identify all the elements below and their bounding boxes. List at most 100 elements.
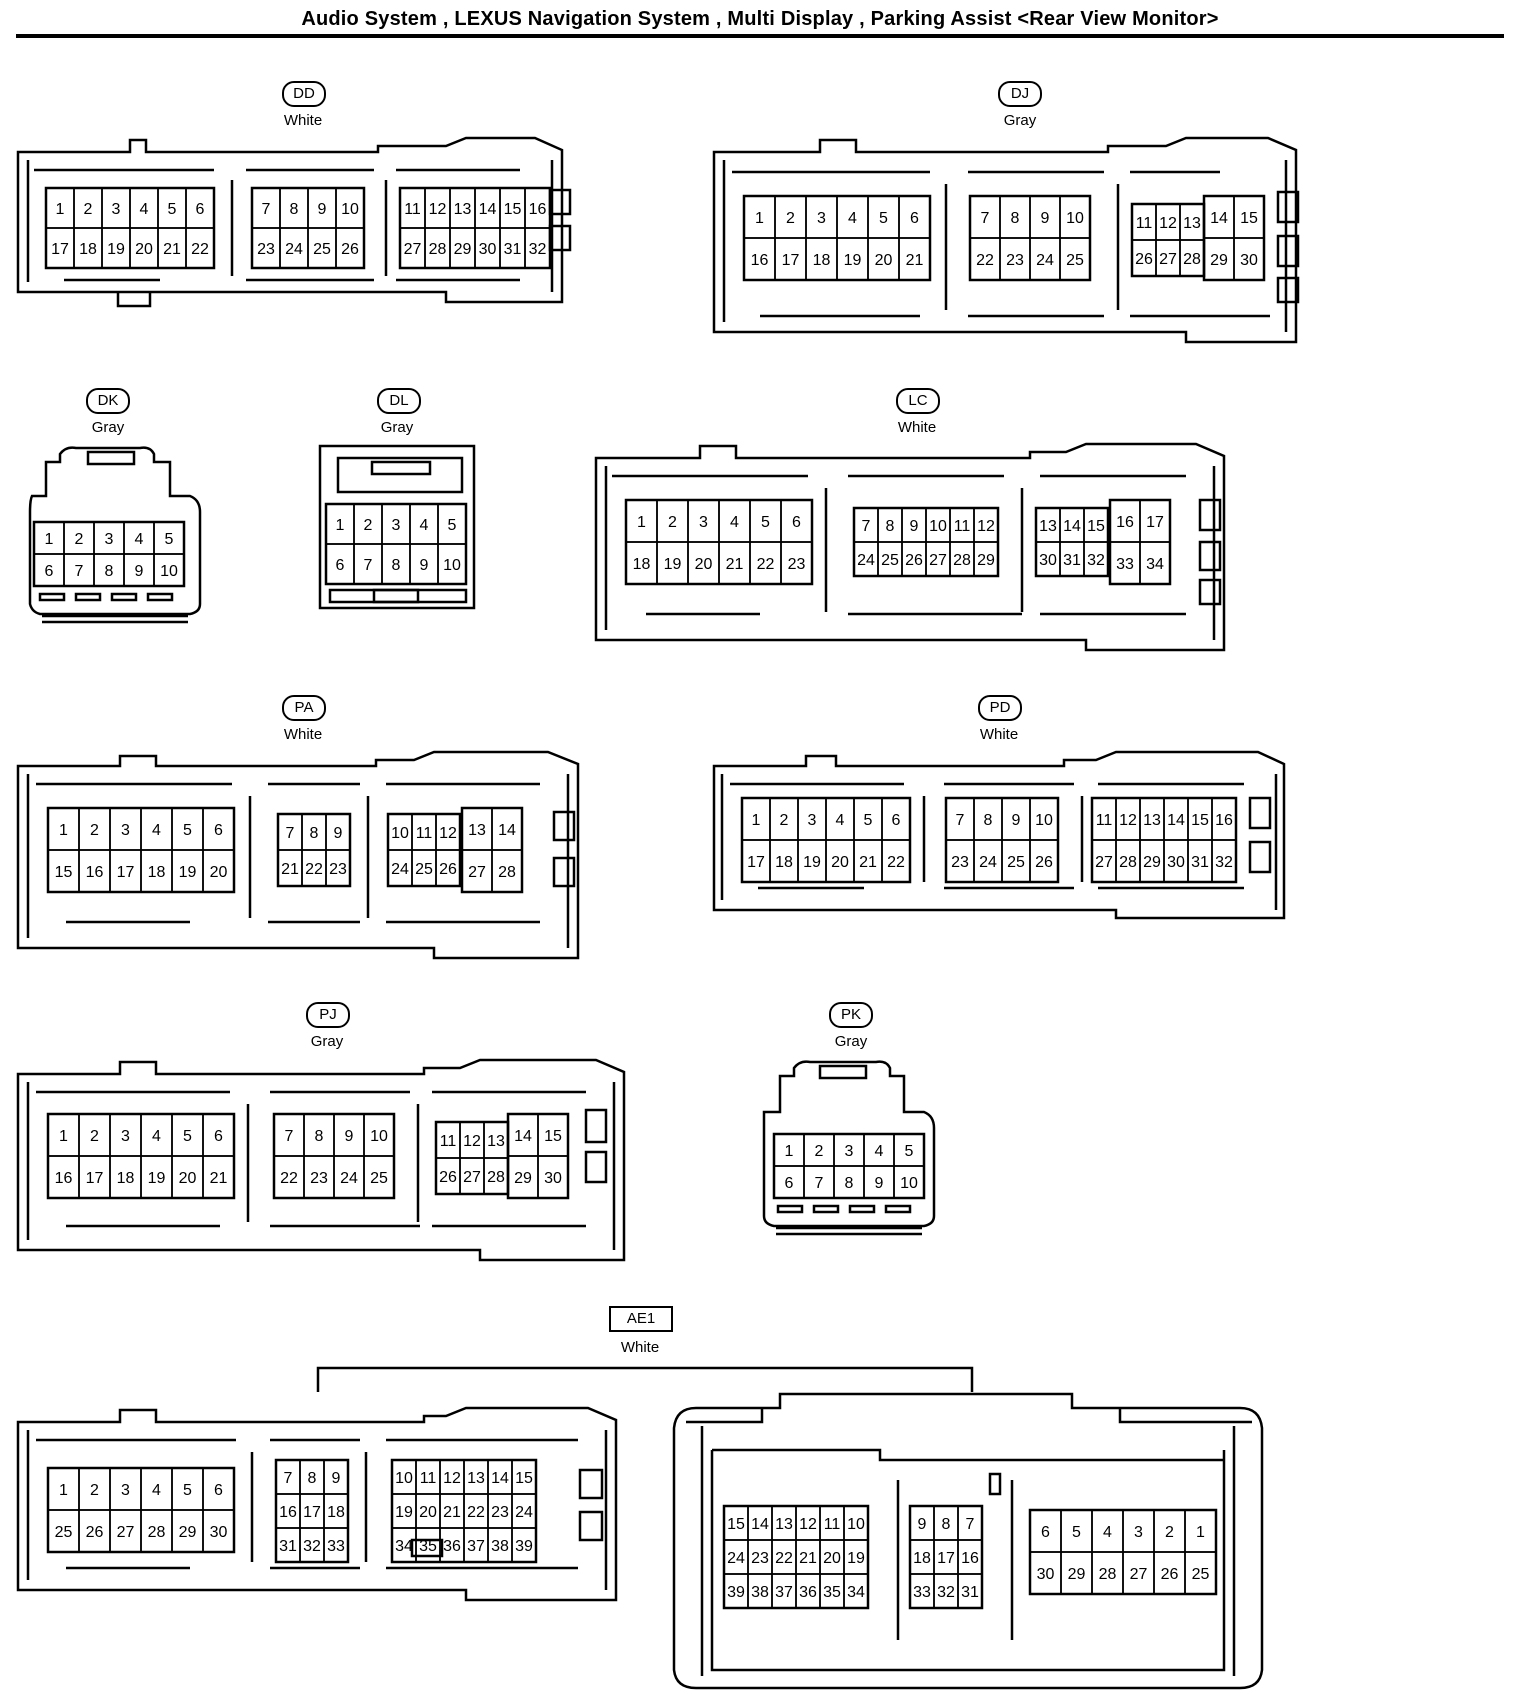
pin-number: 13 xyxy=(775,1516,793,1533)
pin-number: 10 xyxy=(395,1470,413,1487)
pin-number: 29 xyxy=(454,241,472,258)
pin-number: 11 xyxy=(824,1516,841,1533)
pin-number: 34 xyxy=(847,1584,865,1601)
pin-number: 11 xyxy=(440,1133,457,1150)
pin-number: 22 xyxy=(467,1504,485,1521)
pin-number: 11 xyxy=(1136,215,1153,232)
pin-number: 28 xyxy=(148,1524,166,1541)
pin-number: 13 xyxy=(468,822,486,839)
pin-cell xyxy=(957,1573,983,1609)
pin-number: 16 xyxy=(529,201,547,218)
pin-number: 16 xyxy=(55,1170,73,1187)
pin-number: 8 xyxy=(1011,210,1020,227)
pin-number: 10 xyxy=(1066,210,1084,227)
pin-number: 10 xyxy=(847,1516,865,1533)
pin-number: 4 xyxy=(836,812,845,829)
pin-cell xyxy=(185,227,215,269)
pin-number: 32 xyxy=(303,1538,321,1555)
connector-dj-housing xyxy=(712,136,1300,344)
pin-number: 38 xyxy=(491,1538,509,1555)
pin-cell xyxy=(1059,237,1091,281)
pin-number: 2 xyxy=(90,1128,99,1145)
pin-number: 2 xyxy=(668,514,677,531)
pin-number: 26 xyxy=(1161,1566,1179,1583)
pin-number: 27 xyxy=(404,241,422,258)
pin-number: 5 xyxy=(183,1482,192,1499)
pin-number: 8 xyxy=(984,812,993,829)
connector-color-dj: Gray xyxy=(1003,112,1037,129)
connector-color-pj: Gray xyxy=(310,1033,344,1050)
connector-dd-housing xyxy=(16,136,572,308)
pin-number: 16 xyxy=(86,864,104,881)
pin-cell xyxy=(524,227,551,269)
pin-number: 29 xyxy=(1068,1566,1086,1583)
connector-code-pj: PJ xyxy=(306,1002,350,1028)
pin-number: 3 xyxy=(1134,1524,1143,1541)
pin-number: 15 xyxy=(504,201,522,218)
connector-lc-housing xyxy=(594,442,1226,652)
pin-number: 9 xyxy=(345,1128,354,1145)
pin-number: 37 xyxy=(775,1584,793,1601)
pin-number: 13 xyxy=(1143,812,1161,829)
pin-number: 4 xyxy=(420,517,429,534)
pin-number: 11 xyxy=(404,201,421,218)
connector-color-dk: Gray xyxy=(91,419,125,436)
connector-code-dk: DK xyxy=(86,388,130,414)
pin-number: 30 xyxy=(544,1170,562,1187)
connector-ae1-right-housing xyxy=(672,1392,1264,1690)
pin-number: 11 xyxy=(420,1470,437,1487)
pin-number: 6 xyxy=(214,822,223,839)
pin-number: 15 xyxy=(515,1470,533,1487)
pin-number: 12 xyxy=(977,518,995,535)
pin-number: 8 xyxy=(845,1175,854,1192)
pin-number: 20 xyxy=(419,1504,437,1521)
pin-number: 9 xyxy=(334,825,343,842)
pin-number: 20 xyxy=(179,1170,197,1187)
connector-color-pa: White xyxy=(283,726,323,743)
pin-number: 37 xyxy=(467,1538,485,1555)
pin-number: 7 xyxy=(284,1470,293,1487)
pin-number: 2 xyxy=(75,531,84,548)
pin-number: 2 xyxy=(815,1143,824,1160)
pin-number: 15 xyxy=(727,1516,745,1533)
connector-dl-housing xyxy=(318,444,476,610)
pin-number: 5 xyxy=(905,1143,914,1160)
pin-number: 33 xyxy=(1116,556,1134,573)
pin-number: 8 xyxy=(392,557,401,574)
pin-number: 23 xyxy=(788,556,806,573)
pin-number: 24 xyxy=(515,1504,533,1521)
pin-number: 25 xyxy=(1066,252,1084,269)
pin-number: 27 xyxy=(1095,854,1113,871)
pin-number: 27 xyxy=(1159,251,1177,268)
pin-number: 27 xyxy=(463,1169,481,1186)
pin-number: 2 xyxy=(84,201,93,218)
page-title: Audio System , LEXUS Navigation System ,… xyxy=(301,8,1219,30)
pin-number: 3 xyxy=(105,531,114,548)
pin-number: 21 xyxy=(210,1170,228,1187)
pin-number: 28 xyxy=(498,864,516,881)
pin-number: 25 xyxy=(55,1524,73,1541)
pin-number: 26 xyxy=(905,552,923,569)
pin-number: 14 xyxy=(1167,812,1185,829)
pin-cell xyxy=(323,1527,349,1563)
pin-number: 9 xyxy=(875,1175,884,1192)
pin-number: 9 xyxy=(332,1470,341,1487)
pin-number: 17 xyxy=(747,854,765,871)
pin-number: 7 xyxy=(966,1516,975,1533)
pin-number: 35 xyxy=(419,1538,437,1555)
connector-color-ae1: White xyxy=(620,1339,660,1356)
pin-number: 28 xyxy=(1099,1566,1117,1583)
connector-color-pk: Gray xyxy=(834,1033,868,1050)
pin-number: 25 xyxy=(1192,1566,1210,1583)
connector-code-dj: DJ xyxy=(998,81,1042,107)
pin-number: 29 xyxy=(179,1524,197,1541)
